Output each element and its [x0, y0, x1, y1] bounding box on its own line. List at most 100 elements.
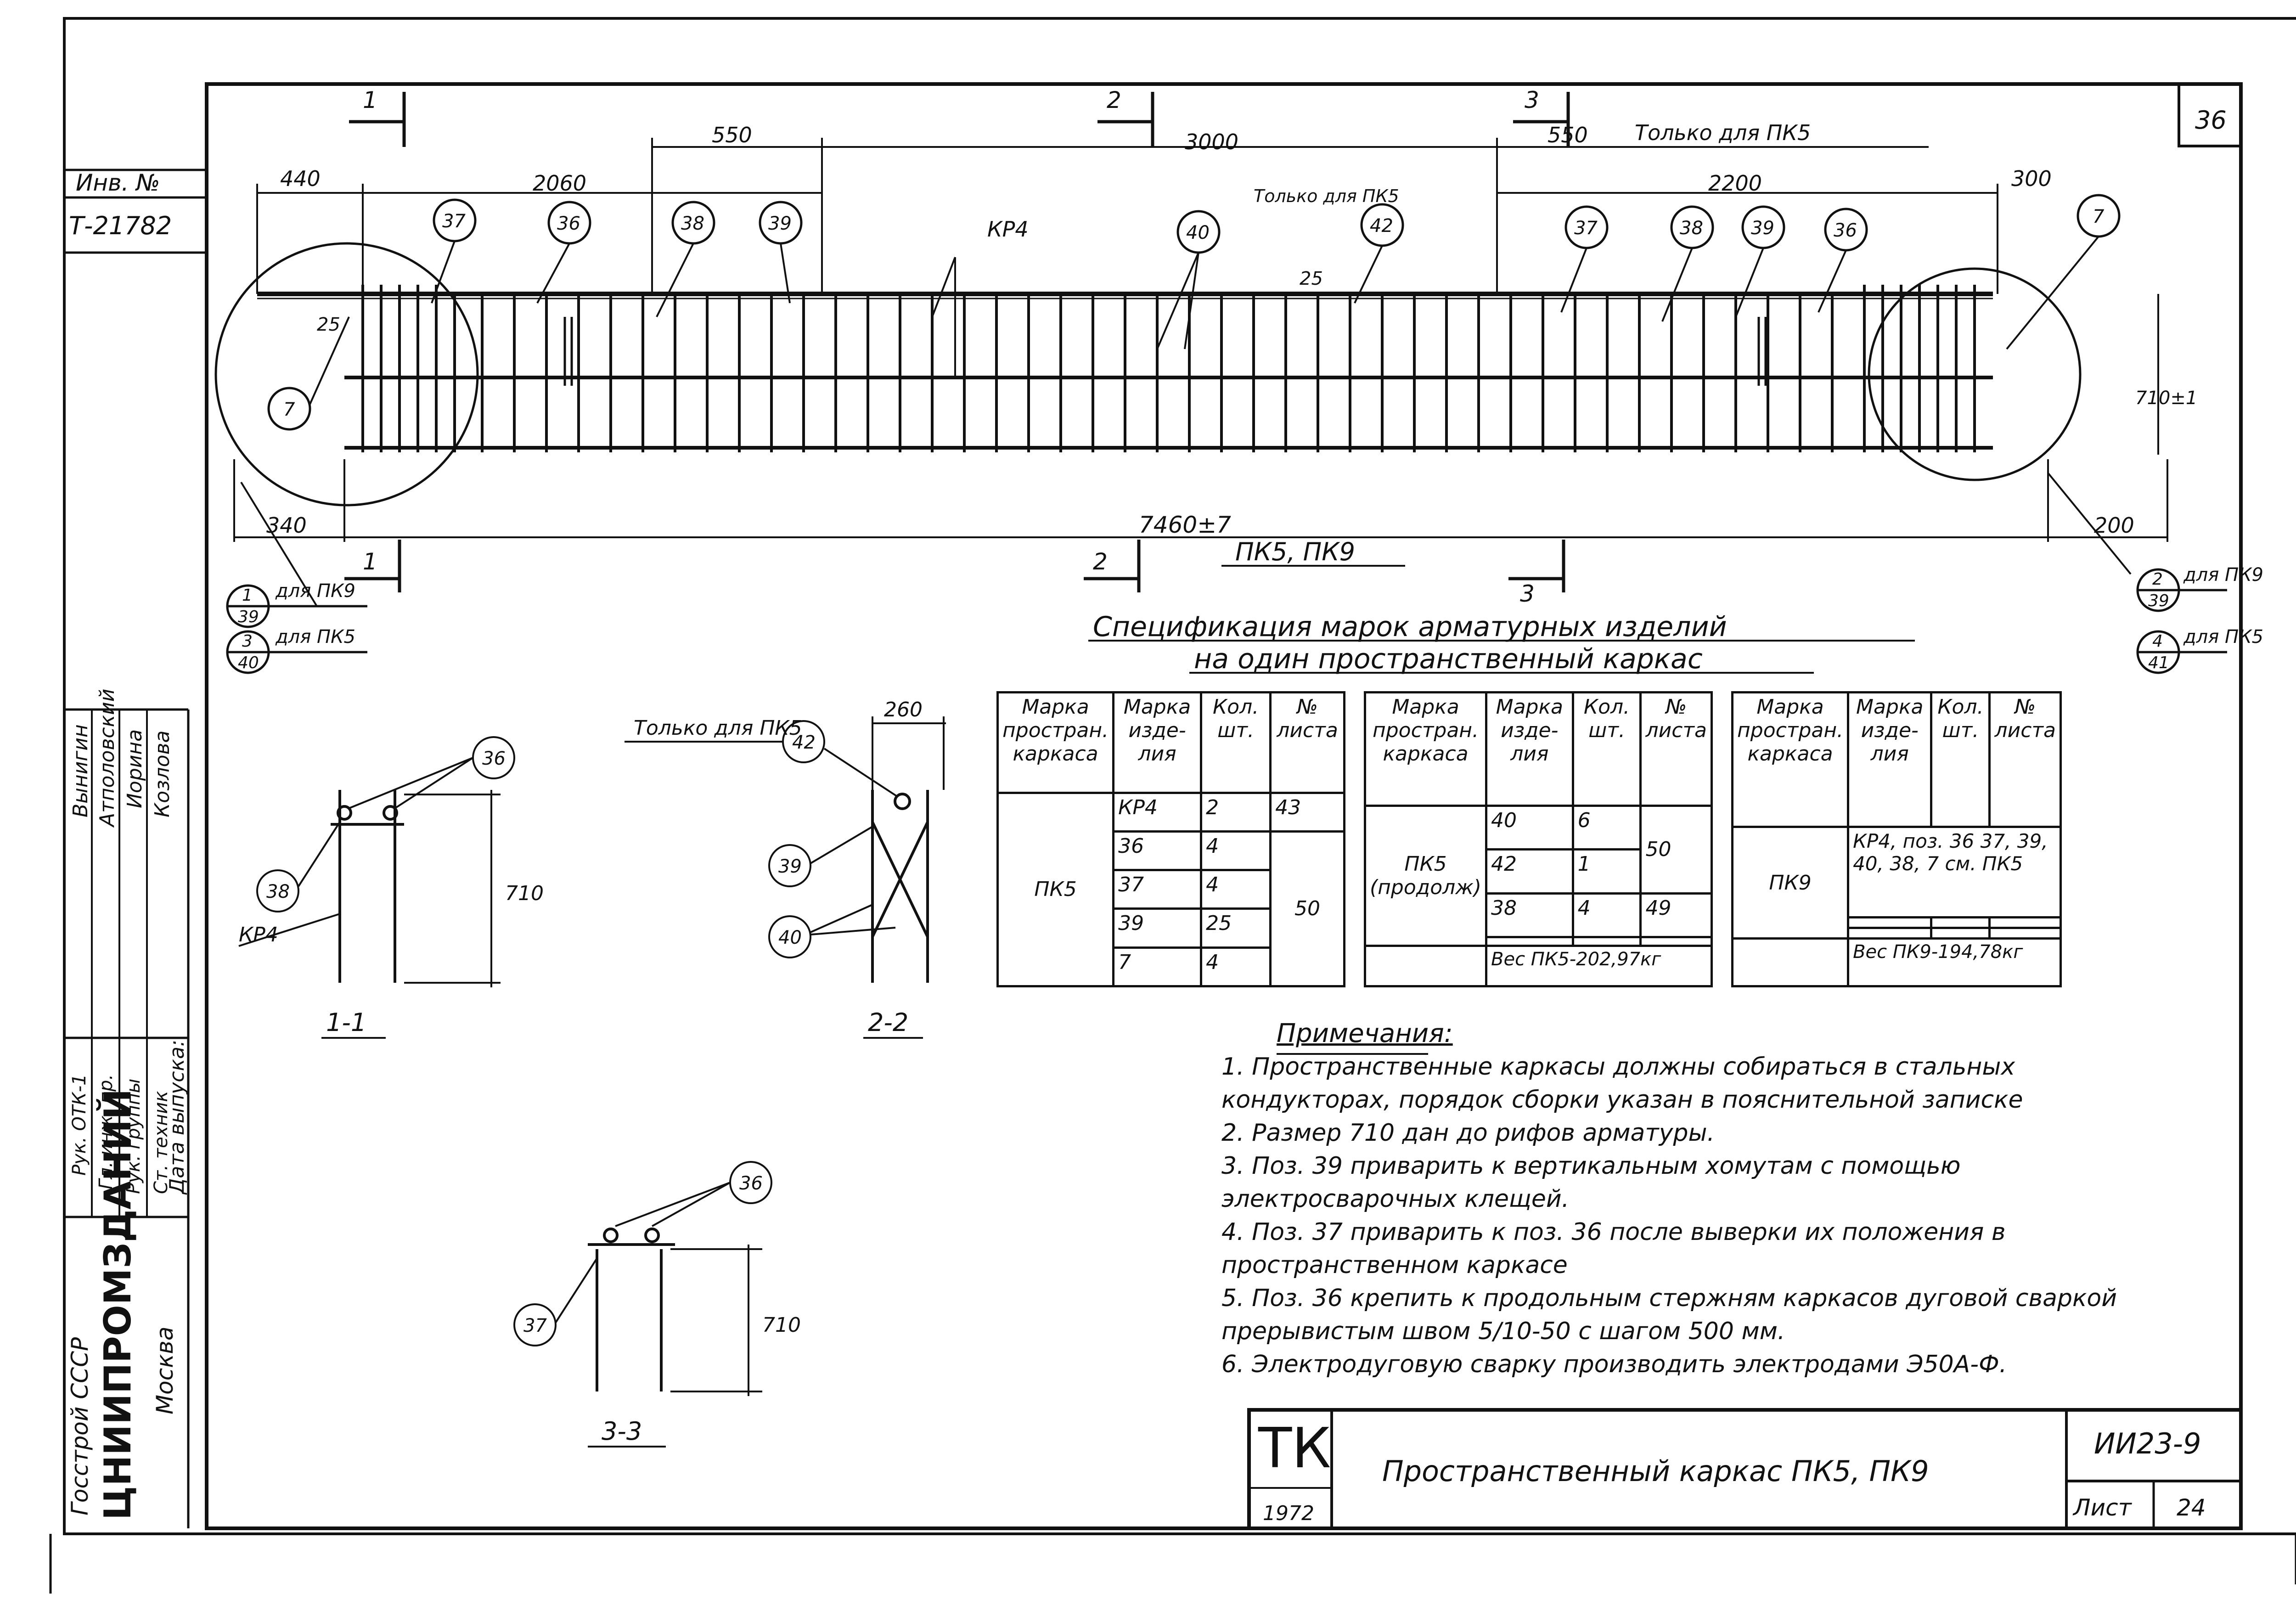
only-pk5-mid: Только для ПК5 — [1254, 186, 1399, 206]
ref-right-1-text: для ПК9 — [2183, 564, 2263, 586]
table-row: ПК9 КР4, поз. 36 37, 39, 40, 38, 7 см. П… — [1731, 826, 2062, 940]
cell-item — [1847, 916, 1933, 929]
callout-39-b: 39 — [1751, 218, 1774, 239]
table-row — [1365, 935, 1713, 947]
table-row: 42 1 — [1365, 848, 1712, 895]
cell-qty: 25 — [1200, 907, 1272, 949]
callout-40: 40 — [1186, 222, 1210, 243]
stamp-role-1: Рук. ОТК-1 — [69, 1074, 90, 1176]
inner-frame — [205, 82, 2243, 1530]
dim-25-left: 25 — [317, 314, 340, 335]
s33-callout-37: 37 — [523, 1315, 547, 1336]
cell-qty: 4 — [1571, 892, 1642, 938]
callout-38-b: 38 — [1680, 218, 1703, 239]
dim-3000: 3000 — [1185, 130, 1238, 154]
pk9-content: КР4, поз. 36 37, 39, 40, 38, 7 см. ПК5 — [1847, 826, 2062, 918]
note-item-2: 2. Размер 710 дан до рифов арматуры. — [1221, 1119, 1715, 1147]
doc-code: ИИ23-9 — [2094, 1427, 2201, 1460]
ref-right-2-top: 4 — [2152, 632, 2163, 651]
stamp-name-1: Вынигин — [69, 724, 92, 817]
frame-mark: ПК5 (продолж) — [1363, 805, 1488, 947]
cell-item: 39 — [1112, 907, 1203, 949]
notes-block: Примечания: 1. Пространственные каркасы … — [1221, 1017, 2186, 1381]
th-item-mark: Марка изде- лия — [1112, 691, 1203, 794]
section-mark-2-top: 2 — [1107, 87, 1121, 113]
table-row: Вес ПК5-202,97кг — [1363, 945, 1713, 987]
spec-title-1: Спецификация марок арматурных изделий — [1093, 611, 1727, 643]
weight-cell: Вес ПК9-194,78кг — [1847, 937, 2062, 988]
s11-label: 1-1 — [326, 1008, 366, 1037]
spec-table-pk9: Марка простран. каркаса Марка изде- лия … — [1731, 691, 2062, 988]
cell-item: 36 — [1112, 830, 1203, 872]
outer-frame — [63, 17, 2296, 1535]
org-line-3: Москва — [152, 1326, 178, 1414]
ref-left-1-bottom: 39 — [238, 608, 259, 626]
cell-qty: 1 — [1571, 848, 1642, 895]
cell-qty: 6 — [1571, 805, 1642, 851]
th-qty: Кол. шт. — [1930, 691, 1991, 828]
cell-qty — [1571, 935, 1642, 947]
s22-callout-42: 42 — [792, 732, 816, 753]
plan-caption: ПК5, ПК9 — [1235, 537, 1355, 566]
callout-37-b: 37 — [1574, 218, 1598, 239]
ref-left-1-text: для ПК9 — [275, 580, 355, 602]
s22-callout-40: 40 — [778, 927, 802, 948]
note-item-5: 5. Поз. 36 крепить к продольным стержням… — [1221, 1284, 2117, 1345]
inv-value: Т-21782 — [69, 211, 172, 240]
table-row — [1733, 916, 2062, 929]
cell-qty: 4 — [1200, 946, 1272, 988]
spec-table-pk5: Марка простран. каркаса Марка изде- лия … — [996, 691, 1345, 988]
only-pk5-top: Только для ПК5 — [1635, 120, 1811, 145]
s33-label: 3-3 — [602, 1417, 642, 1446]
dim-2060: 2060 — [533, 171, 586, 196]
dim-200: 200 — [2094, 513, 2134, 538]
s22-width: 260 — [884, 698, 923, 721]
ref-left-2-bottom: 40 — [238, 653, 259, 672]
table-row: ПК5 (продолж) 40 6 50 — [1363, 805, 1713, 947]
org-line-2: ЦНИИПРОМЗДАНИЙ — [96, 1088, 139, 1520]
table-header-row: Марка простран. каркаса Марка изде- лия … — [1731, 691, 2062, 828]
s11-height: 710 — [505, 882, 544, 905]
cell-item: 38 — [1485, 892, 1574, 938]
dim-300: 300 — [2011, 166, 2052, 191]
frame-mark: ПК5 — [996, 791, 1115, 988]
dim-550-b: 550 — [1548, 123, 1588, 147]
note-item-4: 4. Поз. 37 приварить к поз. 36 после выв… — [1221, 1218, 2006, 1279]
table-row: 7 4 — [998, 946, 1345, 988]
stamp-letters: ТК — [1258, 1417, 1331, 1481]
ref-right-2-bottom: 41 — [2148, 653, 2169, 672]
sheet-number: 24 — [2177, 1494, 2206, 1521]
callout-7-left: 7 — [283, 399, 295, 420]
section-mark-1-top: 1 — [363, 87, 377, 113]
callout-39: 39 — [768, 213, 792, 234]
dim-total: 7460±7 — [1139, 512, 1231, 538]
s11-callout-36: 36 — [482, 748, 506, 769]
cell-item: 40 — [1485, 805, 1574, 851]
ref-right-1-top: 2 — [2152, 570, 2163, 589]
cell-item: 7 — [1112, 946, 1203, 988]
s33-callout-36: 36 — [739, 1173, 763, 1194]
th-item-mark: Марка изде- лия — [1847, 691, 1933, 828]
weight-cell: Вес ПК5-202,97кг — [1485, 945, 1713, 987]
dim-2200: 2200 — [1708, 171, 1762, 196]
table-row: 37 4 — [998, 869, 1345, 910]
table-header-row: Марка простран. каркаса Марка изде- лия … — [1363, 691, 1713, 807]
ref-right-1-bottom: 39 — [2148, 591, 2169, 610]
callout-36: 36 — [557, 213, 580, 234]
sheet-title: Пространственный каркас ПК5, ПК9 — [1382, 1454, 1929, 1488]
cell-empty — [1363, 945, 1488, 987]
note-item-3: 3. Поз. 39 приварить к вертикальным хому… — [1221, 1152, 1961, 1213]
callout-36-b: 36 — [1834, 220, 1857, 241]
table-row: 36 4 50 — [998, 830, 1345, 988]
s33-height: 710 — [762, 1313, 801, 1337]
spec-title-2: на один пространственный каркас — [1194, 643, 1703, 675]
th-frame-mark: Марка простран. каркаса — [1731, 691, 1850, 828]
corner-number: 36 — [2195, 106, 2227, 135]
dim-340: 340 — [266, 513, 307, 538]
s11-kr4: КР4 — [239, 923, 278, 946]
dim-710: 710±1 — [2135, 388, 2197, 409]
dim-550-a: 550 — [712, 123, 752, 147]
cell-sheet — [1639, 935, 1713, 947]
th-qty: Кол. шт. — [1200, 691, 1272, 794]
